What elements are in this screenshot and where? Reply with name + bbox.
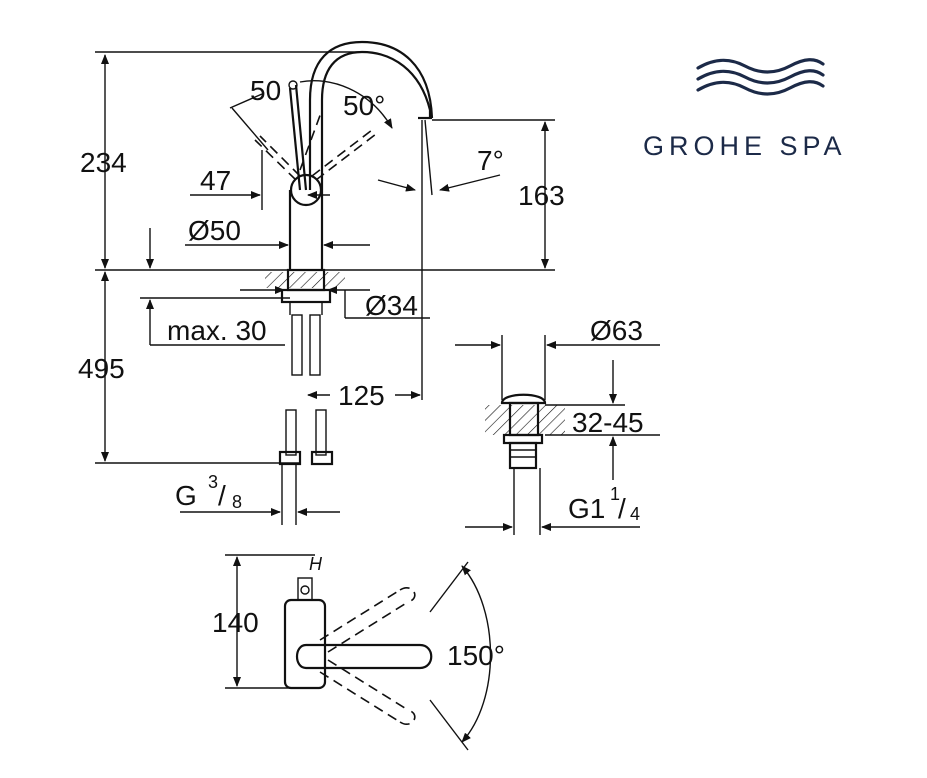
height-spout-label: 163 — [518, 180, 565, 211]
hose-length-label: 495 — [78, 353, 125, 384]
countertop-hatch — [265, 272, 345, 288]
brand-logo-text: GROHE SPA — [643, 131, 847, 161]
waste-drain: Ø63 32-45 G1 1 / 4 — [455, 315, 660, 535]
waste-diameter-label: Ø63 — [590, 315, 643, 346]
hose-right — [309, 314, 334, 466]
waste-thread-num: 1 — [610, 484, 620, 504]
angle-spout-label: 7° — [477, 145, 504, 176]
basin-hatch — [485, 405, 565, 435]
diameter-hole-label: Ø34 — [365, 290, 418, 321]
thread-inlet-main: G — [175, 480, 197, 511]
thread-inlet-den: 8 — [232, 492, 242, 512]
brand-logo: GROHE SPA — [643, 58, 847, 161]
reach-label: 125 — [338, 380, 385, 411]
waste-thread-slash: / — [618, 493, 626, 524]
swivel-angle-label: 150° — [447, 640, 505, 671]
angle-handle-right-label: 50° — [343, 90, 385, 121]
thread-inlet-num: 3 — [208, 472, 218, 492]
top-depth-label: 140 — [212, 607, 259, 638]
waves-icon — [696, 58, 825, 96]
angle-handle-left-label: 50 — [250, 75, 281, 106]
height-total-label: 234 — [80, 147, 127, 178]
diameter-body-label: Ø50 — [188, 215, 241, 246]
faucet-top-view: H 140 150° — [212, 554, 505, 751]
mounting-section: Ø34 max. 30 495 125 G 3 / 8 — [78, 268, 430, 525]
waste-thread-main: G1 — [568, 493, 605, 524]
waste-thickness-label: 32-45 — [572, 407, 644, 438]
thread-inlet-slash: / — [218, 480, 226, 511]
faucet-side-view: 50 50° 234 163 7° 47 Ø50 — [80, 40, 565, 271]
waste-thread-den: 4 — [630, 504, 640, 524]
max-thickness-label: max. 30 — [167, 315, 267, 346]
offset-47-label: 47 — [200, 165, 231, 196]
hot-marker-label: H — [309, 554, 323, 574]
hose-left — [278, 314, 303, 466]
